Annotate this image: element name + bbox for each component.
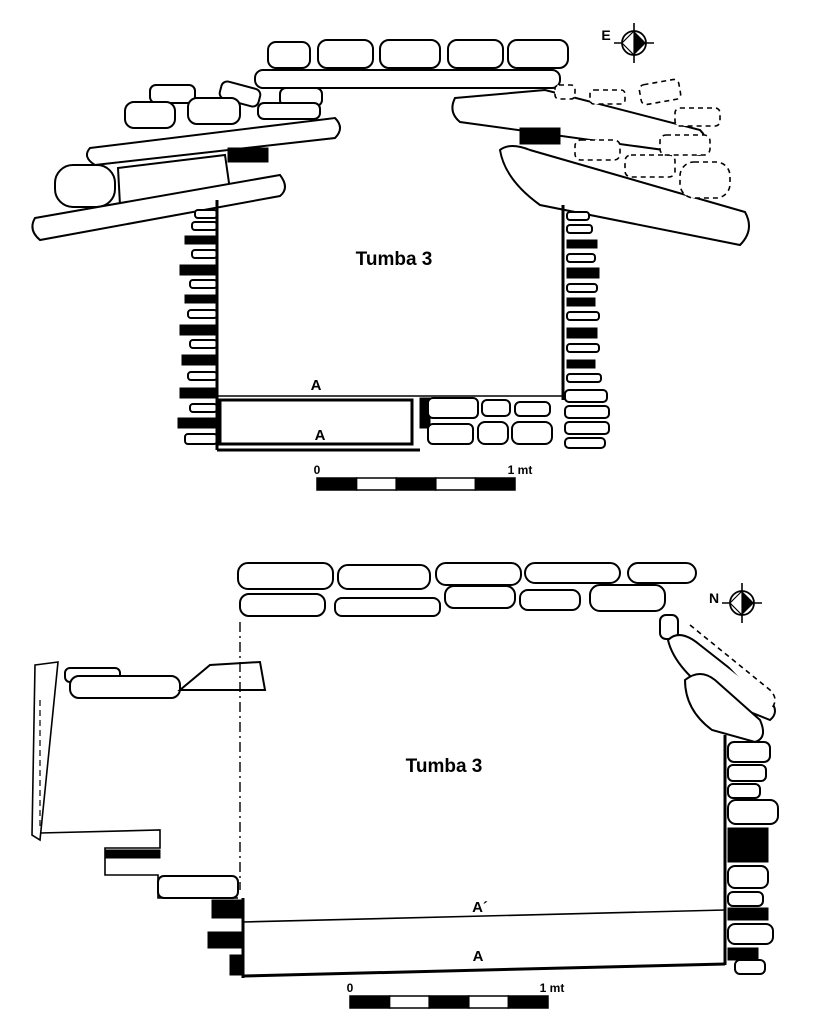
bottom-floor — [242, 909, 726, 978]
top-scale-start: 0 — [314, 463, 321, 477]
top-scale-end: 1 mt — [508, 463, 533, 477]
scale-segment — [349, 995, 391, 1009]
bottom-scale-start: 0 — [347, 981, 354, 995]
top-direction-compass: E — [601, 23, 654, 63]
top-capstones — [254, 39, 569, 89]
bottom-title: Tumba 3 — [406, 756, 483, 777]
bottom-section-upper-label: A´ — [472, 899, 488, 916]
bottom-left-base — [207, 898, 245, 978]
top-scale-bar: 0 1 mt — [314, 463, 533, 491]
bottom-direction-label: N — [709, 590, 719, 606]
scale-segment — [316, 477, 358, 491]
bottom-right-wall — [659, 614, 779, 975]
top-right-wall — [561, 205, 610, 449]
bottom-elevation: Tumba 3 A´ A N 0 1 mt — [31, 562, 779, 1009]
top-scale-segments — [316, 477, 516, 491]
scale-segment — [355, 477, 397, 491]
bottom-direction-compass: N — [709, 583, 762, 623]
scale-segment — [468, 995, 510, 1009]
top-left-slabs — [31, 80, 341, 242]
top-right-slabs — [451, 78, 750, 247]
scale-segment — [395, 477, 437, 491]
scale-segment — [474, 477, 516, 491]
bottom-scale-end: 1 mt — [540, 981, 565, 995]
bottom-capstones — [237, 562, 697, 617]
bottom-section-lower-label: A — [473, 948, 484, 965]
top-section-upper-label: A — [311, 377, 322, 394]
lintel-slab — [254, 69, 561, 89]
scale-segment — [428, 995, 470, 1009]
top-title: Tumba 3 — [356, 249, 433, 270]
scale-segment — [435, 477, 477, 491]
scale-segment — [507, 995, 549, 1009]
scale-segment — [388, 995, 430, 1009]
top-left-wall — [177, 200, 219, 450]
bottom-left-steps — [31, 622, 267, 899]
bottom-scale-bar: 0 1 mt — [347, 981, 565, 1009]
top-direction-label: E — [601, 27, 610, 43]
top-elevation: Tumba 3 A A E 0 1 mt — [31, 23, 750, 491]
top-floor — [217, 395, 563, 452]
top-section-lower-label: A — [315, 427, 326, 444]
bottom-scale-segments — [349, 995, 549, 1009]
